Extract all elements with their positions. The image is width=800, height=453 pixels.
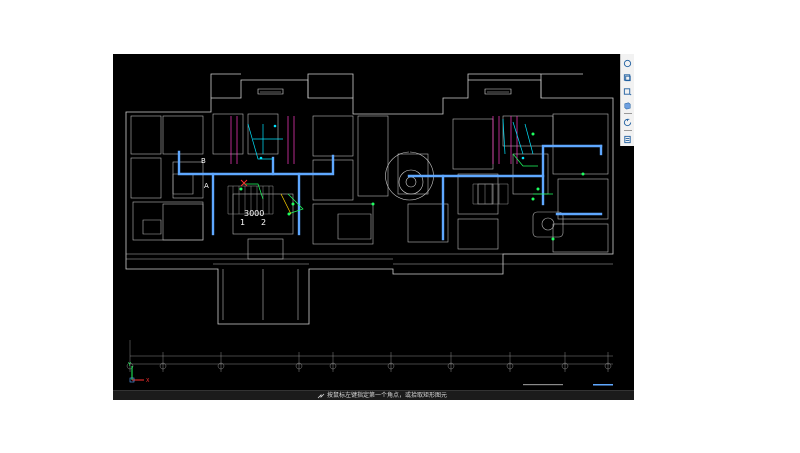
building-outline: [125, 73, 614, 325]
toolbar-separator: [623, 113, 632, 115]
ucs-axis-icon: Y X: [127, 362, 150, 384]
cad-drawing-window[interactable]: B A 3000 1 2 Y X: [113, 54, 634, 400]
label-2: 2: [261, 218, 266, 227]
dimension-label: 3000: [244, 209, 264, 218]
rotate-icon: [623, 118, 632, 126]
circle-tool-icon: [623, 60, 632, 68]
interior-walls: [126, 88, 613, 320]
rectangle-tool-button[interactable]: [623, 87, 633, 97]
toolbar-separator: [623, 130, 632, 132]
grid-axis-line: [129, 340, 613, 372]
command-prompt-text: 按鼠标左键指定第一个角点，或拾取矩形图元: [327, 392, 448, 399]
document-button[interactable]: [623, 134, 633, 144]
ucs-x-label: X: [146, 378, 150, 384]
cube-button[interactable]: [623, 101, 633, 111]
label-1: 1: [240, 218, 245, 227]
cube-icon: [624, 102, 631, 110]
sensor-markers: [259, 124, 525, 160]
equipment-markers: [239, 132, 585, 241]
mep-lines: [230, 116, 553, 215]
layers-icon: [623, 74, 631, 82]
cursor-prompt-icon: [317, 393, 325, 399]
label-a: A: [204, 182, 209, 190]
stair-cores: [227, 91, 509, 215]
hvac-duct-lines: [177, 144, 603, 241]
label-b: B: [201, 157, 206, 165]
document-icon: [624, 135, 631, 143]
error-marker: [240, 179, 248, 187]
floor-plan-drawing[interactable]: B A 3000 1 2 Y X: [113, 54, 634, 400]
ucs-y-label: Y: [127, 362, 132, 368]
grid-bubbles: [126, 352, 612, 372]
circle-tool-button[interactable]: [623, 59, 633, 69]
right-toolbar: [620, 54, 634, 146]
layers-button[interactable]: [623, 73, 633, 83]
command-line-bar[interactable]: 按鼠标左键指定第一个角点，或拾取矩形图元: [113, 390, 634, 400]
rectangle-tool-icon: [623, 88, 632, 96]
rotate-button[interactable]: [623, 117, 633, 127]
